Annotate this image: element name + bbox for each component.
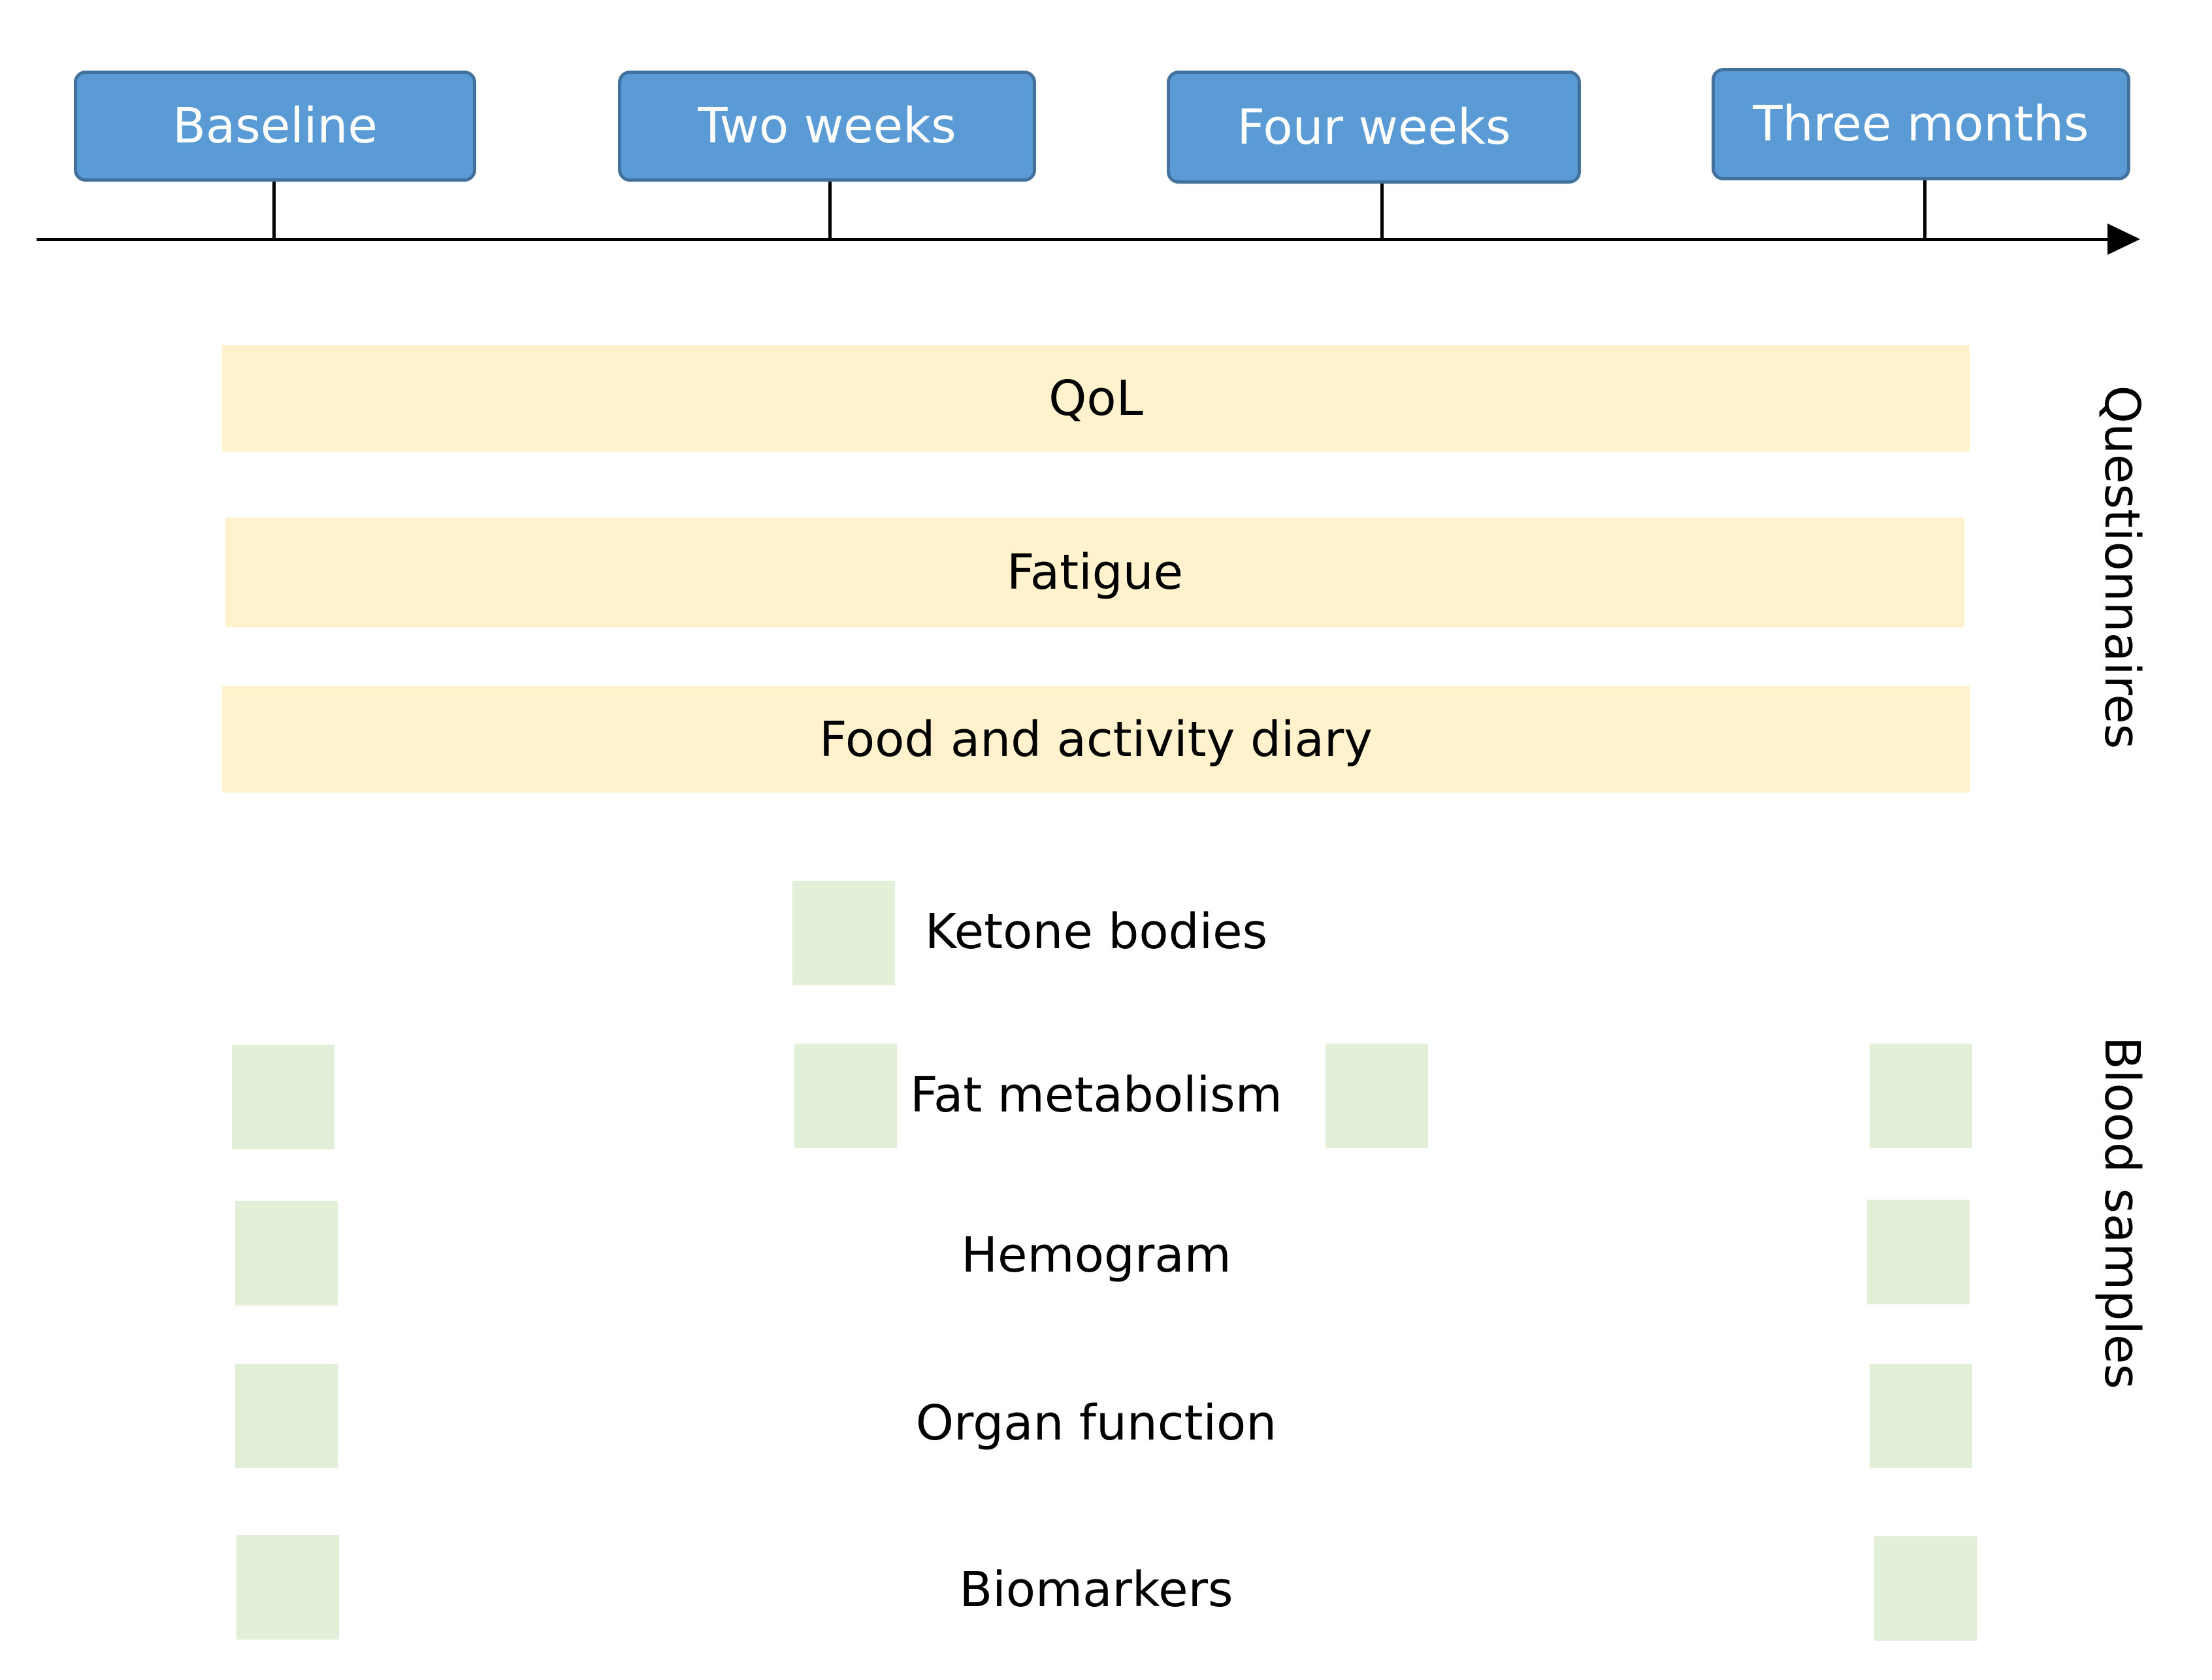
timepoint-two-weeks: Two weeks [618,71,1036,182]
sample-hemogram-three-months [1867,1200,1970,1304]
questionnaire-bar-qol: QoL [222,345,1970,452]
questionnaire-bar-fatigue: Fatigue [225,518,1964,627]
sample-row-label-fat-metabolism: Fat metabolism [910,1067,1282,1123]
sample-hemogram-baseline [235,1201,338,1306]
group-label-questionnaires: Questionnaires [2094,385,2150,749]
sample-organ-three-months [1870,1364,1972,1468]
sample-biomarkers-baseline [236,1535,339,1639]
timeline-tick-four-weeks [1380,184,1384,239]
group-label-blood-samples: Blood samples [2094,1036,2150,1389]
timeline-tick-baseline [272,182,276,239]
sample-fat-three-months [1870,1044,1972,1148]
sample-ketone-two-weeks [792,881,895,985]
timeline-tick-three-months [1923,180,1927,239]
timepoint-three-months: Three months [1712,68,2130,180]
sample-fat-baseline [232,1045,334,1149]
timeline-tick-two-weeks [828,182,832,239]
timepoint-baseline: Baseline [74,71,476,182]
questionnaire-bar-food-activity-diary: Food and activity diary [222,686,1970,793]
sample-row-label-biomarkers: Biomarkers [959,1562,1233,1618]
sample-fat-two-weeks [794,1044,897,1148]
timepoint-four-weeks: Four weeks [1167,71,1581,184]
sample-row-label-hemogram: Hemogram [961,1227,1231,1283]
sample-biomarkers-three-months [1874,1536,1977,1641]
timeline-arrowhead [2107,223,2140,255]
sample-organ-baseline [235,1364,338,1468]
sample-fat-four-weeks [1326,1044,1428,1148]
timeline-axis [37,238,2127,241]
sample-row-label-ketone-bodies: Ketone bodies [924,904,1268,960]
sample-row-label-organ-function: Organ function [915,1395,1277,1451]
